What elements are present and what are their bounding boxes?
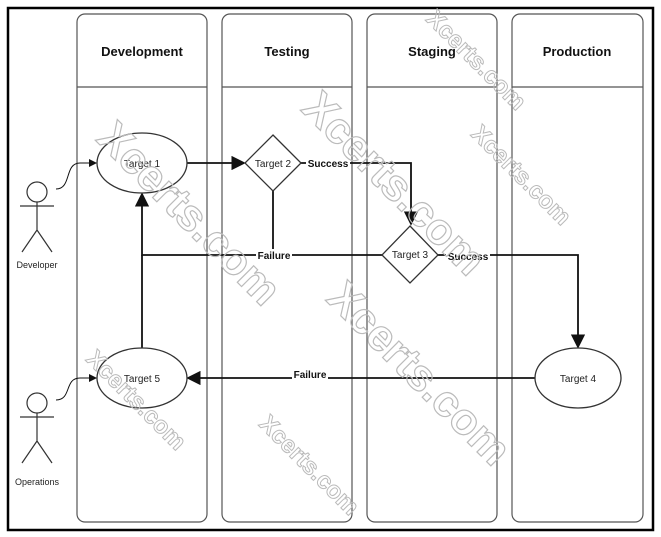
node-label: Target 5 — [124, 374, 161, 385]
node-target-4: Target 4 — [534, 347, 622, 409]
lane-title: Production — [543, 44, 612, 59]
edge-label-success: Success — [308, 159, 349, 170]
node-label: Target 1 — [124, 159, 161, 170]
actor-label: Operations — [15, 477, 60, 487]
lane-testing: Testing — [221, 13, 353, 523]
outer-border — [6, 6, 655, 532]
edge-label-failure: Failure — [294, 370, 327, 381]
node-label: Target 3 — [392, 250, 429, 261]
actor-operations-icon: Operations — [15, 374, 97, 487]
node-label: Target 4 — [560, 374, 597, 385]
actor-developer-icon: Developer — [16, 159, 97, 270]
lane-title: Staging — [408, 44, 456, 59]
actor-label: Developer — [16, 260, 57, 270]
lane-title: Testing — [264, 44, 309, 59]
lane-title: Development — [101, 44, 183, 59]
node-label: Target 2 — [255, 159, 292, 170]
node-target-2: Target 2 — [244, 134, 302, 192]
node-target-3: Target 3 — [381, 225, 439, 284]
lane-staging: Staging — [366, 13, 498, 523]
edge-label-success: Success — [448, 252, 489, 263]
node-target-5: Target 5 — [96, 347, 188, 409]
edge-label-failure: Failure — [258, 251, 291, 262]
node-target-1: Target 1 — [96, 132, 188, 194]
